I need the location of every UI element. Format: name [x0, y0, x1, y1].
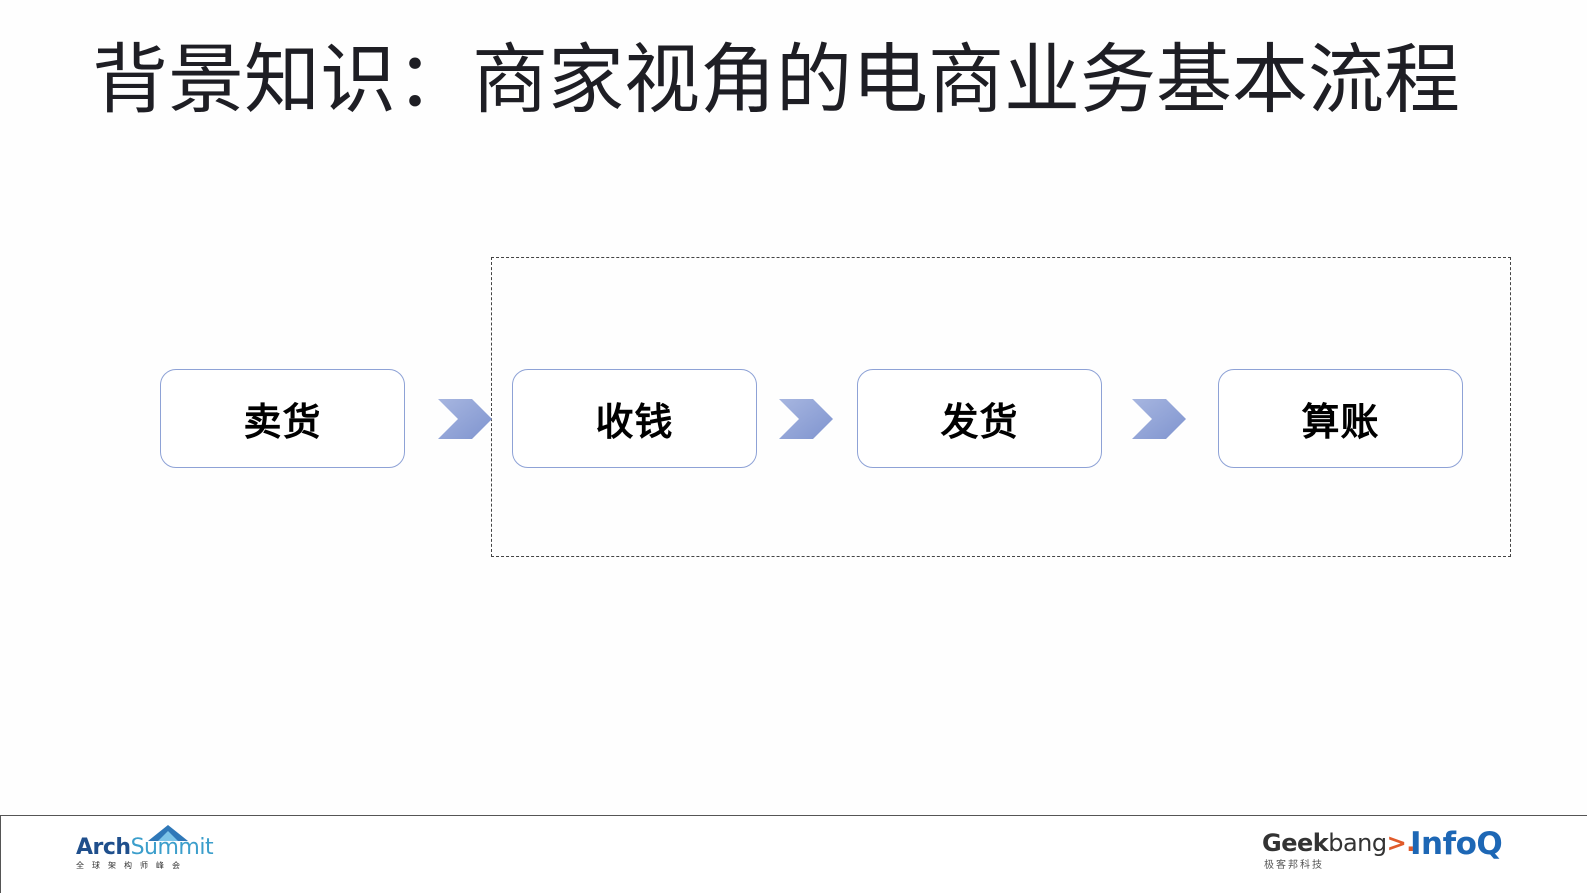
- chevron-arrow-icon: [1132, 399, 1186, 439]
- archsummit-tagline: 全球架构师峰会: [76, 861, 188, 870]
- geekbang-brand-a: Geek: [1262, 829, 1329, 857]
- archsummit-wordmark: ArchSummit: [76, 835, 214, 860]
- geekbang-brand-b: bang: [1328, 829, 1387, 857]
- footer-left-edge: [0, 815, 1, 893]
- group-box: [491, 257, 1511, 557]
- step-collect-payment: 收钱: [512, 369, 757, 468]
- chevron-arrow-icon: [779, 399, 833, 439]
- step-reconcile: 算账: [1218, 369, 1463, 468]
- step-label: 发货: [940, 400, 1019, 444]
- geekbang-wordmark: Geekbang>.: [1262, 829, 1415, 857]
- footer: [0, 816, 1587, 893]
- geekbang-tagline: 极客邦科技: [1264, 860, 1324, 871]
- footer-divider: [0, 815, 1587, 816]
- geekbang-arrow: >.: [1386, 829, 1416, 857]
- step-label: 算账: [1301, 400, 1380, 444]
- archsummit-brand-a: Arch: [76, 835, 131, 860]
- step-ship: 发货: [857, 369, 1102, 468]
- mountain-peak-icon: [148, 825, 188, 841]
- step-sell: 卖货: [160, 369, 405, 468]
- slide-title: 背景知识：商家视角的电商业务基本流程: [92, 35, 1460, 124]
- step-label: 卖货: [243, 400, 322, 444]
- chevron-arrow-icon: [438, 399, 492, 439]
- step-label: 收钱: [595, 400, 674, 444]
- archsummit-logo: ArchSummit 全球架构师峰会: [76, 823, 216, 873]
- geekbang-logo: Geekbang>. 极客邦科技: [1262, 829, 1415, 871]
- archsummit-brand-b: Summit: [130, 835, 214, 860]
- infoq-logo: InfoQ: [1410, 826, 1503, 862]
